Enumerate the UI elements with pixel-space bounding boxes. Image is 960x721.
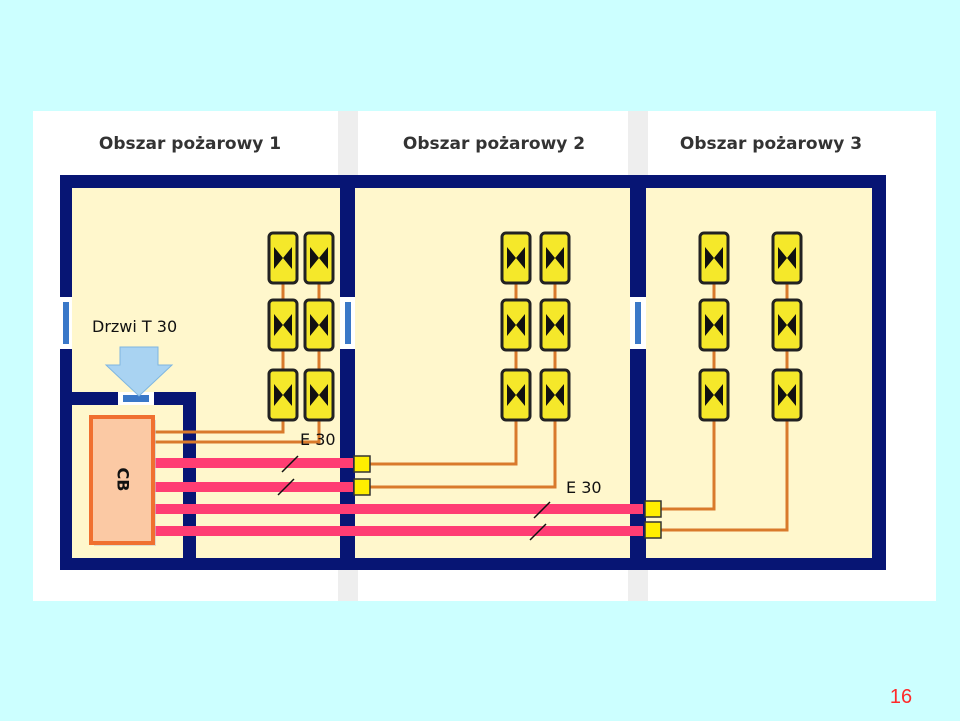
fire-cables	[155, 458, 643, 536]
emergency-luminaire-icon	[500, 368, 532, 422]
circuit-line	[370, 395, 557, 489]
door-label: Drzwi T 30	[92, 317, 178, 336]
junction-box	[353, 455, 371, 473]
door-leaf	[635, 302, 641, 344]
cable-rating-label: E 30	[300, 430, 336, 449]
emergency-luminaire-icon	[267, 231, 299, 285]
slash-mark	[529, 523, 547, 541]
emergency-luminaire-icon	[771, 368, 803, 422]
battery-room-door-leaf	[123, 395, 149, 402]
fire-cable	[155, 504, 643, 514]
zone-3-title: Obszar pożarowy 3	[679, 134, 863, 154]
emergency-luminaire-icon	[500, 231, 532, 285]
circuit-line	[661, 395, 789, 532]
door-leaf	[345, 302, 351, 344]
zone-3-floor	[646, 188, 872, 558]
central-battery-label: CB	[113, 467, 133, 492]
emergency-luminaire-icon	[303, 298, 335, 352]
junction-box	[353, 478, 371, 496]
door-leaf	[63, 302, 69, 344]
page-number: 16	[889, 686, 913, 708]
fire-cable	[155, 482, 353, 492]
emergency-luminaire-icon	[539, 231, 571, 285]
emergency-luminaire-icon	[698, 231, 730, 285]
emergency-luminaire-icon	[303, 368, 335, 422]
emergency-luminaire-icon	[771, 298, 803, 352]
slash-mark	[533, 501, 551, 519]
emergency-luminaire-icon	[303, 231, 335, 285]
fire-cable	[155, 526, 643, 536]
slash-mark	[281, 455, 299, 473]
cable-rating-label: E 30	[566, 478, 602, 497]
emergency-luminaire-icon	[698, 368, 730, 422]
zone-1-title: Obszar pożarowy 1	[98, 134, 282, 154]
emergency-luminaires	[267, 231, 803, 422]
central-battery-unit	[89, 415, 155, 545]
junction-box	[644, 521, 662, 539]
circuit-line	[661, 395, 716, 511]
junction-boxes	[353, 455, 662, 539]
emergency-luminaire-icon	[267, 368, 299, 422]
emergency-luminaire-icon	[698, 298, 730, 352]
emergency-luminaire-icon	[539, 298, 571, 352]
door-arrow-icon	[104, 346, 174, 397]
slash-mark	[277, 478, 295, 496]
fire-cable	[155, 458, 353, 468]
zone-2-title: Obszar pożarowy 2	[402, 134, 586, 154]
junction-box	[644, 500, 662, 518]
emergency-luminaire-icon	[267, 298, 299, 352]
emergency-luminaire-icon	[539, 368, 571, 422]
emergency-luminaire-icon	[500, 298, 532, 352]
zone-2-floor	[355, 188, 630, 558]
cable-slash-marks	[277, 455, 551, 541]
emergency-luminaire-icon	[771, 231, 803, 285]
